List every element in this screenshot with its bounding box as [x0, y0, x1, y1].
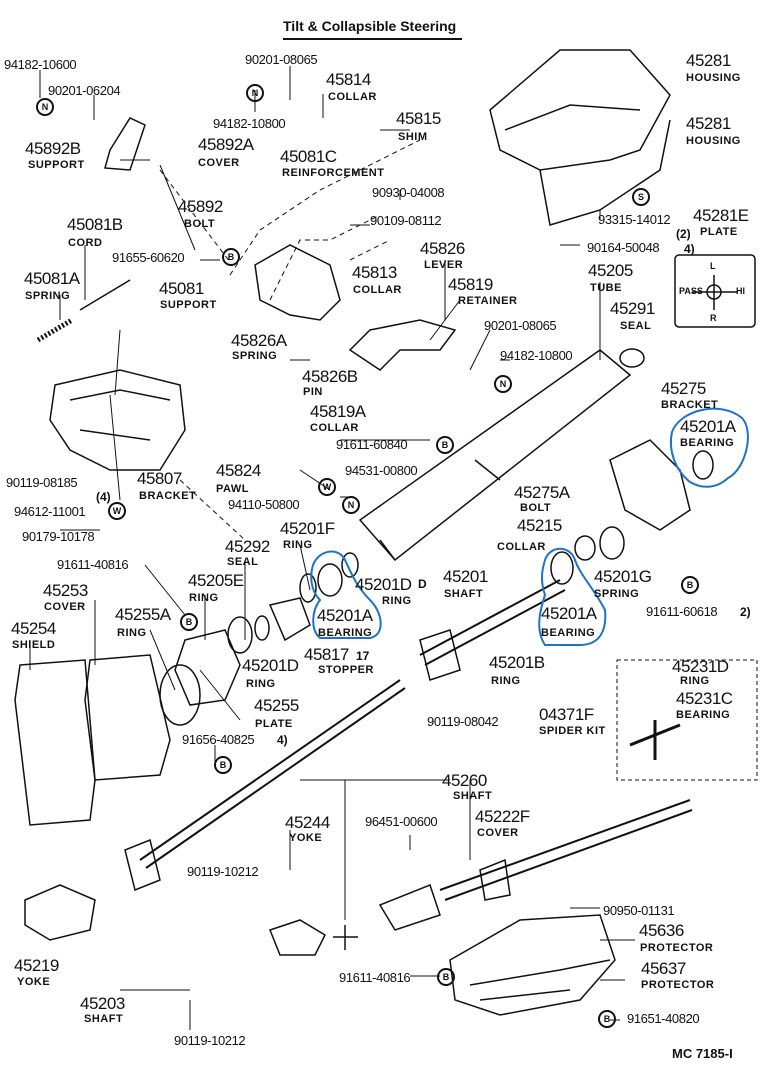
badge-b: B — [222, 248, 240, 266]
yoke-45219 — [24, 884, 96, 941]
note: 4) — [684, 242, 695, 256]
hardware-label: 90930-04008 — [372, 185, 445, 200]
note: D — [418, 577, 427, 591]
cover-45253 — [84, 654, 171, 781]
badge-b: B — [437, 968, 455, 986]
hardware-label: 90119-10212 — [187, 864, 259, 879]
seal-45291 — [619, 348, 645, 368]
hardware-label: 90201-06204 — [48, 83, 121, 98]
plate-label-r: R — [710, 313, 717, 323]
hardware-label: 94531-00800 — [345, 463, 418, 478]
spider-kit-box — [616, 659, 758, 781]
plate-45255 — [174, 629, 241, 706]
plate-45281e — [674, 254, 756, 328]
badge-n: N — [36, 98, 54, 116]
hardware-label: 91611-60618 — [646, 604, 718, 619]
hardware-label: 96451-00600 — [365, 814, 438, 829]
hardware-label: 94182-10600 — [4, 57, 77, 72]
badge-w: W — [318, 478, 336, 496]
hardware-label: 91651-40820 — [627, 1011, 700, 1026]
hardware-label: 90201-08065 — [484, 318, 557, 333]
badge-s: S — [632, 188, 650, 206]
quantity-note: (4) — [96, 490, 111, 504]
support-45892b — [104, 117, 146, 171]
lever-45826 — [348, 319, 457, 371]
hardware-label: 90119-08185 — [6, 475, 78, 490]
diagram-title: Tilt & Collapsible Steering — [283, 18, 463, 40]
badge-b: B — [681, 576, 699, 594]
plate-label-l: L — [710, 261, 716, 271]
hardware-label: 90164-50048 — [587, 240, 660, 255]
badge-n: N — [342, 496, 360, 514]
quantity-note: (2) — [676, 227, 691, 241]
tube-45205 — [358, 349, 632, 562]
bracket-45275 — [609, 439, 691, 531]
plate-label-pass: PASS — [679, 286, 703, 296]
hardware-label: 91611-40816 — [57, 557, 129, 572]
hardware-label: 94110-50800 — [228, 497, 300, 512]
spring-45081a — [36, 317, 74, 343]
badge-b: B — [180, 613, 198, 631]
ring-45255a — [159, 664, 201, 726]
highlight-bearing-right — [670, 407, 749, 488]
diagram-code: MC 7185-I — [672, 1046, 733, 1061]
highlight-outlines — [310, 407, 749, 646]
badge-b: B — [436, 436, 454, 454]
housing-45281 — [489, 49, 671, 226]
hardware-label: 90109-08112 — [370, 213, 442, 228]
hardware-label: 94182-10800 — [500, 348, 573, 363]
badge-w: W — [108, 502, 126, 520]
hardware-label: 94182-10800 — [213, 116, 286, 131]
protector-45636 — [449, 914, 616, 1016]
hardware-label: 91611-60840 — [336, 437, 408, 452]
badge-n: N — [246, 84, 264, 102]
bracket-45807 — [49, 369, 186, 471]
hardware-label: 94612-11001 — [14, 504, 86, 519]
hardware-label: 90119-08042 — [427, 714, 499, 729]
cord-45081b — [79, 279, 131, 311]
plate-label-hi: HI — [736, 286, 745, 296]
leader-lines — [29, 66, 635, 1030]
hardware-label: 90119-10212 — [174, 1033, 246, 1048]
note: 4) — [277, 733, 288, 747]
note: 2) — [740, 605, 751, 619]
support-45081 — [254, 244, 341, 321]
shaft-45260 — [439, 799, 693, 901]
hardware-label: 90201-08065 — [245, 52, 318, 67]
hardware-label: 91611-40816 — [339, 970, 411, 985]
badge-n: N — [494, 375, 512, 393]
hardware-label: 93315-14012 — [598, 212, 671, 227]
highlight-bearing-left — [310, 550, 382, 640]
highlight-bearing-center — [538, 547, 607, 646]
hardware-label: 90950-01131 — [603, 903, 675, 918]
badge-b: B — [214, 756, 232, 774]
hardware-label: 91656-40825 — [182, 732, 255, 747]
hardware-label: 90179-10178 — [22, 529, 95, 544]
shield-45254 — [14, 659, 96, 826]
yoke-45244 — [269, 919, 326, 956]
shaft-45203 — [139, 679, 406, 869]
note: 17 — [356, 649, 370, 663]
hardware-label: 91655-60620 — [112, 250, 185, 265]
badge-b: B — [598, 1010, 616, 1028]
